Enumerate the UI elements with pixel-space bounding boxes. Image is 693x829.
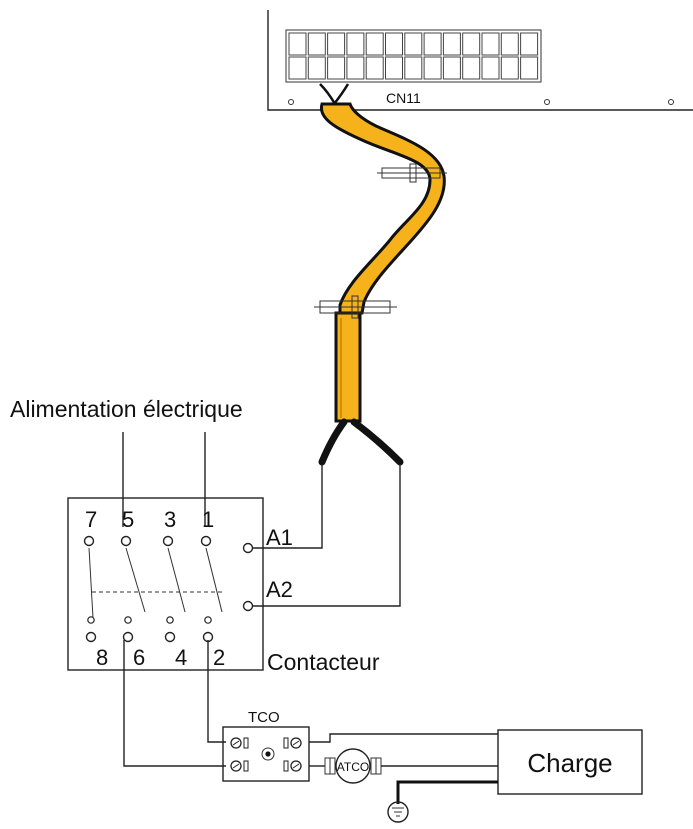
terminal-label-2: 2 — [213, 645, 225, 670]
coil-a2-label: A2 — [266, 577, 293, 602]
terminal-label-3: 3 — [164, 507, 176, 532]
connector-pin — [462, 32, 481, 56]
control-board — [267, 10, 693, 111]
terminal-1 — [200, 535, 212, 547]
connector-pin — [288, 32, 307, 56]
connector-pin — [307, 32, 326, 56]
cable-clamp — [314, 295, 397, 319]
connector-cn11: CN11 — [285, 29, 542, 106]
connector-pin — [327, 32, 346, 56]
connector-pin — [365, 32, 384, 56]
coil-wire-a1 — [253, 464, 323, 549]
wire-6-to-tco — [123, 640, 226, 767]
wire-2-to-tco — [207, 640, 226, 743]
contactor-label: Contacteur — [267, 649, 380, 675]
connector-pin — [307, 56, 326, 80]
tco-to-load-wire — [309, 733, 498, 743]
connector-pin — [423, 56, 442, 80]
ground-icon — [387, 780, 498, 823]
mount-hole — [668, 99, 674, 105]
terminal-label-8: 8 — [96, 645, 108, 670]
connector-pin — [462, 56, 481, 80]
coil-wire-a2 — [253, 464, 401, 607]
connector-pin — [481, 32, 500, 56]
connector-pin — [500, 32, 519, 56]
terminal-contact — [204, 616, 212, 624]
connector-pin — [423, 32, 442, 56]
tco-label: TCO — [248, 709, 280, 726]
coil-terminal-a1 — [242, 542, 254, 554]
connector-pin — [442, 32, 461, 56]
terminal-label-4: 4 — [175, 645, 187, 670]
terminal-3 — [162, 535, 174, 547]
connector-pin — [385, 56, 403, 80]
terminal-contact — [87, 616, 95, 624]
connector-pin — [385, 32, 403, 56]
connector-pin — [365, 56, 384, 80]
terminal-7 — [83, 535, 95, 547]
terminal-label-1: 1 — [202, 507, 214, 532]
tco-block — [222, 726, 310, 782]
cable-clamp — [377, 163, 447, 183]
terminal-label-6: 6 — [133, 645, 145, 670]
connector-pin — [481, 56, 500, 80]
connector-pin — [288, 56, 307, 80]
terminal-4 — [164, 631, 176, 643]
terminal-contact — [124, 616, 132, 624]
cable-sheath — [319, 102, 446, 315]
connector-pin — [346, 32, 365, 56]
atco-fuse: ATCO — [324, 748, 382, 784]
connector-pin — [346, 56, 365, 80]
connector-pin — [404, 32, 423, 56]
connector-pin — [442, 56, 461, 80]
power-supply-label: Alimentation électrique — [10, 396, 243, 422]
terminal-6 — [122, 631, 134, 643]
load-label: Charge — [527, 748, 612, 778]
mount-hole — [544, 99, 550, 105]
cable-straight — [334, 311, 362, 423]
terminal-contact — [166, 616, 174, 624]
terminal-5 — [120, 535, 132, 547]
cable — [314, 83, 447, 466]
coil-a1-label: A1 — [266, 525, 293, 550]
atco-label: ATCO — [337, 760, 369, 774]
mount-hole — [288, 99, 294, 105]
contactor-box — [67, 497, 264, 671]
connector-pin — [520, 56, 539, 80]
terminal-8 — [85, 631, 97, 643]
connector-label: CN11 — [386, 90, 421, 106]
connector-pin — [404, 56, 423, 80]
terminal-label-5: 5 — [122, 507, 134, 532]
load-box — [497, 729, 643, 795]
connector-pin — [520, 32, 539, 56]
connector-pin — [327, 56, 346, 80]
coil-terminal-a2 — [242, 600, 254, 612]
terminal-label-7: 7 — [85, 507, 97, 532]
connector-pin — [500, 56, 519, 80]
